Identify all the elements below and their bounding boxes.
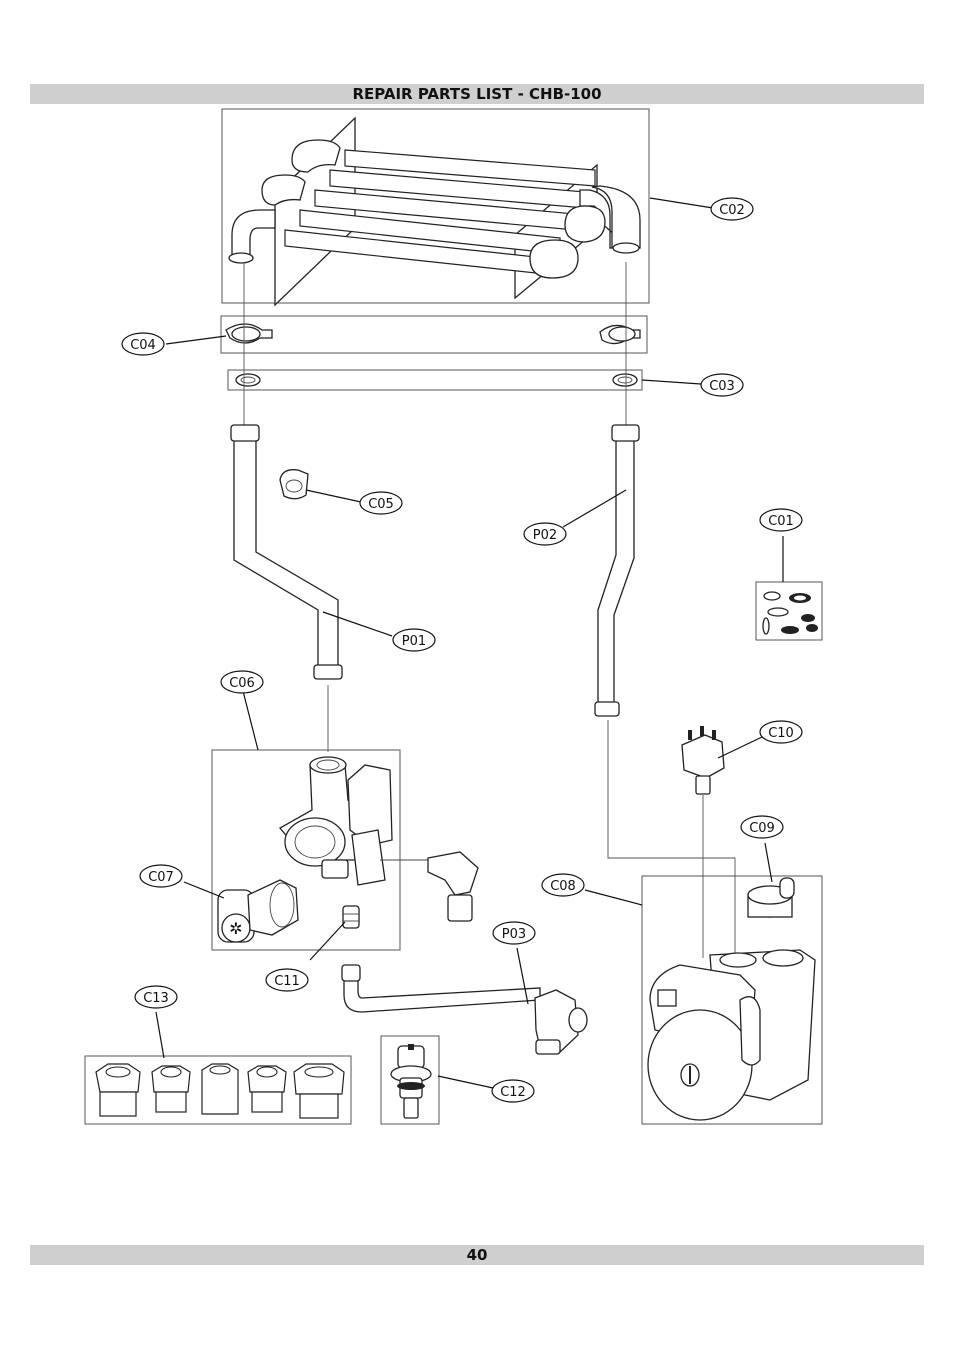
o-ring-kit: [755, 581, 823, 641]
valve-body: [211, 749, 479, 951]
callout-c02: C02: [710, 197, 754, 221]
svg-text:C09: C09: [749, 821, 775, 836]
callout-c05: C05: [359, 491, 403, 515]
callout-c11: C11: [265, 968, 309, 992]
callout-c09: C09: [740, 815, 784, 839]
callout-c10: C10: [759, 720, 803, 744]
pipe-p01: [230, 424, 343, 680]
callouts: C02 C04 C03 C05 P02 C01 P01 C06: [121, 197, 803, 1103]
leader-lines: [155, 197, 784, 1089]
valve-actuator-c07: ✲: [217, 879, 299, 943]
callout-p02: P02: [523, 522, 567, 546]
cartridge-c12: [380, 1035, 440, 1125]
svg-text:C10: C10: [768, 726, 794, 741]
page-header: REPAIR PARTS LIST - CHB-100: [30, 84, 924, 104]
pipe-p03: [341, 964, 588, 1055]
svg-text:C08: C08: [550, 879, 576, 894]
callout-c12: C12: [491, 1079, 535, 1103]
heat-exchanger: [221, 108, 650, 307]
fittings-c13: [84, 1055, 352, 1125]
svg-text:C13: C13: [143, 991, 169, 1006]
callout-c03: C03: [700, 373, 744, 397]
callout-p01: P01: [392, 628, 436, 652]
callout-c01: C01: [759, 508, 803, 532]
page-footer: 40: [30, 1245, 924, 1265]
svg-text:C02: C02: [719, 203, 745, 218]
callout-c08: C08: [541, 873, 585, 897]
svg-text:C11: C11: [274, 974, 300, 989]
svg-text:P02: P02: [533, 528, 557, 543]
page-title: REPAIR PARTS LIST - CHB-100: [352, 85, 602, 103]
page-number: 40: [466, 1246, 488, 1264]
svg-text:P01: P01: [402, 634, 426, 649]
svg-text:C06: C06: [229, 676, 255, 691]
svg-text:C04: C04: [130, 338, 156, 353]
callout-c06: C06: [220, 670, 264, 694]
callout-c04: C04: [121, 332, 165, 356]
svg-text:P03: P03: [502, 927, 526, 942]
circulator-pump-c08: [641, 875, 823, 1125]
svg-text:C05: C05: [368, 497, 394, 512]
callout-p03: P03: [492, 921, 536, 945]
callout-c07: C07: [139, 864, 183, 888]
pressure-sensor-c10: [681, 726, 725, 795]
svg-text:C01: C01: [768, 514, 794, 529]
pipe-p02: [594, 424, 640, 717]
svg-text:✲: ✲: [229, 919, 242, 938]
svg-text:C07: C07: [148, 870, 174, 885]
clip-c05: [279, 469, 309, 500]
callout-c13: C13: [134, 985, 178, 1009]
filter-c11: [342, 905, 360, 929]
svg-text:C03: C03: [709, 379, 735, 394]
hose-clips: [220, 315, 648, 354]
air-vent-c09: [747, 877, 795, 918]
svg-text:C12: C12: [500, 1085, 526, 1100]
